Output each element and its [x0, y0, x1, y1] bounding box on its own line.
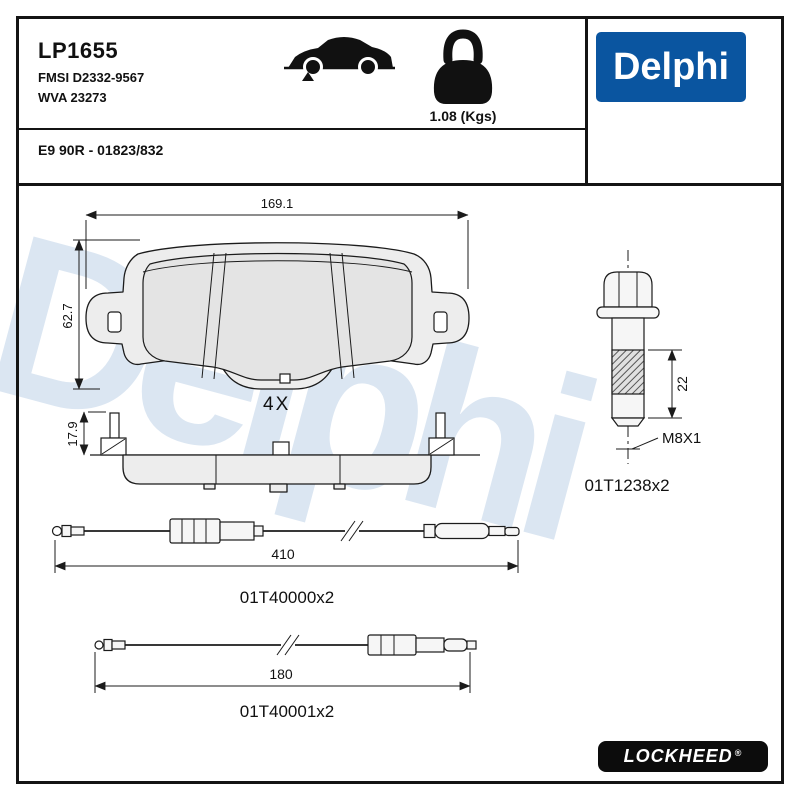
lockheed-logo-text: LOCKHEED	[623, 746, 733, 766]
delphi-logo: Delphi	[596, 32, 746, 102]
pad-width-dim: 169.1	[261, 196, 294, 211]
weight-value: 1.08 (Kgs)	[429, 108, 497, 124]
sensor-long-length-dim: 410	[271, 546, 295, 562]
approval-number: E9 90R - 01823/832	[38, 142, 164, 158]
header-divider-2	[19, 183, 781, 186]
delphi-logo-text: Delphi	[612, 45, 730, 88]
header-divider-1	[19, 128, 585, 130]
bolt-length-dim: 22	[674, 376, 690, 392]
pad-thickness-dim: 17.9	[65, 421, 80, 446]
pad-side-view: 17.9	[65, 411, 480, 493]
fmsi-reference: FMSI D2332-9567	[38, 70, 145, 85]
sensor-long-part-number: 01T40000x2	[240, 588, 335, 607]
header-divider-vertical	[585, 19, 588, 186]
sensor-short-length-dim: 180	[269, 666, 293, 682]
weight-icon	[433, 29, 493, 104]
part-number: LP1655	[38, 38, 119, 63]
wva-reference: WVA 23273	[38, 90, 107, 105]
registered-mark: ®	[734, 747, 743, 758]
bolt-thread-label: M8X1	[662, 430, 701, 447]
sensor-short-drawing: 180 01T40001x2	[94, 634, 477, 721]
sensor-short-part-number: 01T40001x2	[240, 702, 335, 721]
pad-top-view: 169.1 62.7 4X	[60, 196, 470, 415]
pad-quantity: 4X	[263, 394, 290, 415]
car-icon	[284, 37, 395, 81]
sensor-long-drawing: 410 01T40000x2	[51, 518, 520, 607]
pad-height-dim: 62.7	[60, 303, 75, 328]
bolt-drawing: 22 M8X1 01T1238x2	[584, 250, 701, 495]
bolt-part-number: 01T1238x2	[584, 476, 669, 495]
lockheed-logo: LOCKHEED®	[598, 741, 768, 772]
